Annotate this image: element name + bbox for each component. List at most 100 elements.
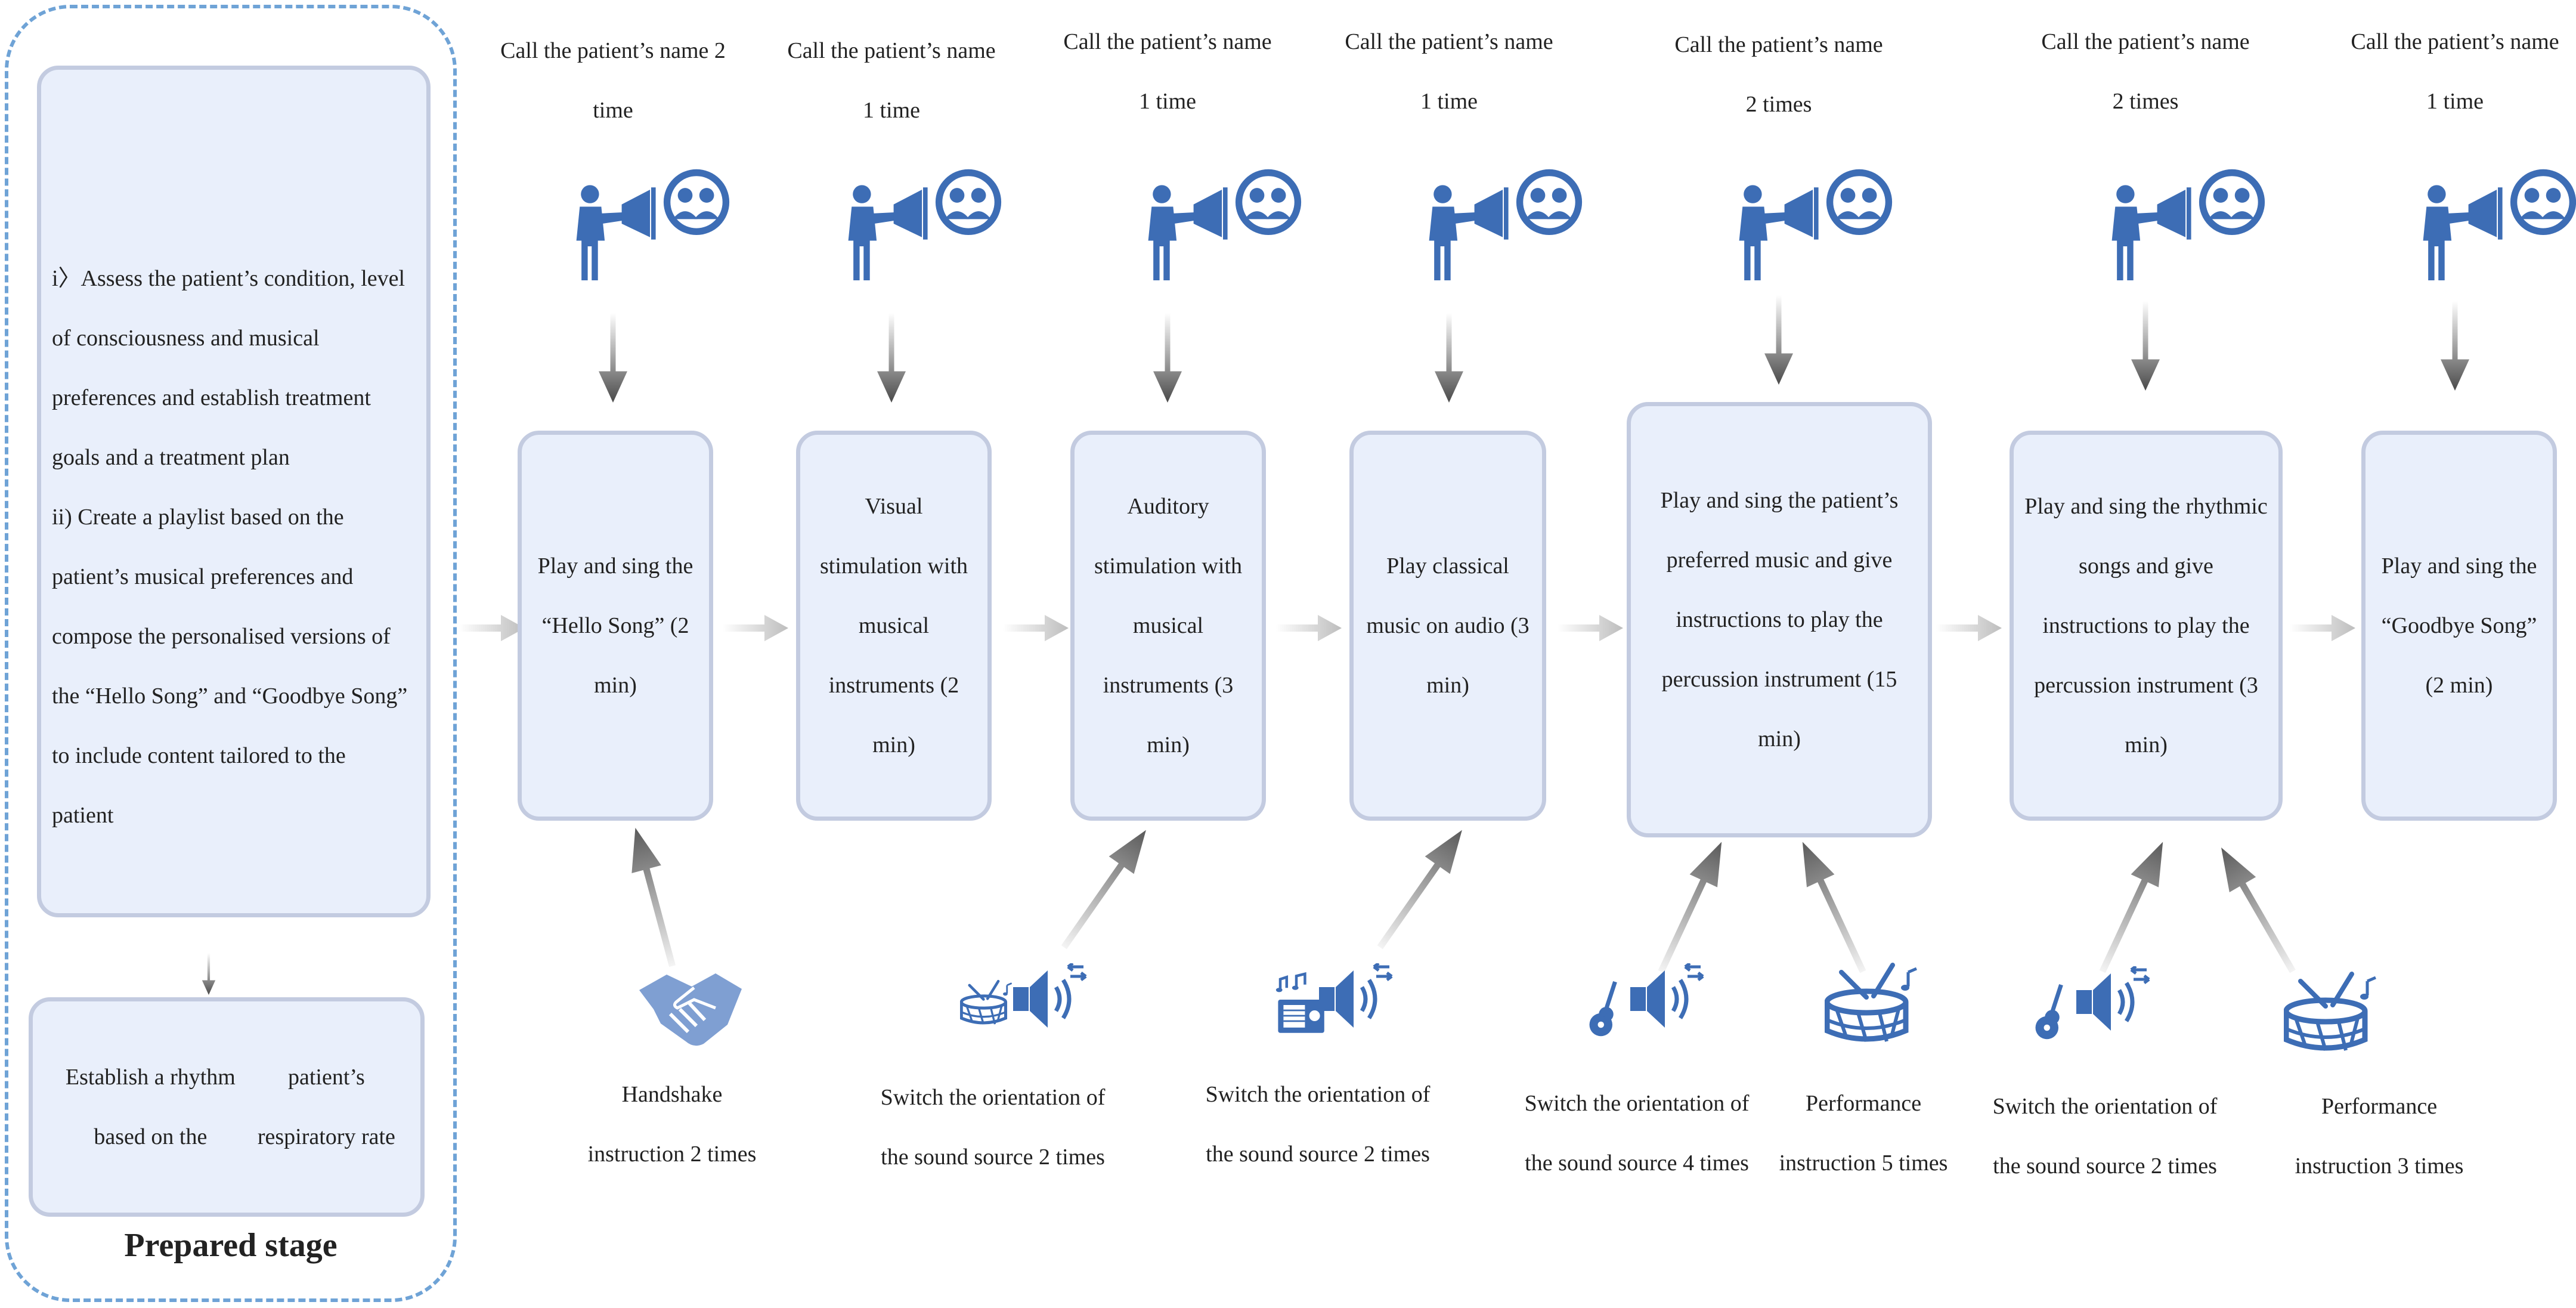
call-name-line: time <box>593 98 633 123</box>
session-step-line: min) <box>872 732 915 757</box>
call-name-line: Call the patient’s name <box>1345 29 1553 54</box>
intervention-line: the sound source 4 times <box>1525 1151 1749 1176</box>
assessment-text-line: i〉Assess the patient’s condition, level <box>52 266 405 291</box>
assessment-text-line: to include content tailored to the <box>52 743 346 768</box>
intervention-line: the sound source 2 times <box>1993 1154 2217 1179</box>
megaphone-call-icon <box>576 169 730 280</box>
drum-speaker-icon <box>961 981 1011 1024</box>
intervention-line: instruction 2 times <box>587 1142 757 1167</box>
session-step-box: Play and sing the patient’s preferred mus… <box>1627 402 1932 837</box>
feedback-up-arrow <box>620 824 688 970</box>
call-name-line: Call the patient’s name <box>1063 29 1272 54</box>
prepared-stage-title: Prepared stage <box>124 1227 338 1264</box>
assessment-text-line: patient’s musical preferences and <box>52 564 354 589</box>
guitar-speaker-icon <box>2035 984 2063 1040</box>
call-name-line: 1 time <box>1420 89 1478 114</box>
session-step-line: preferred music and give <box>1666 548 1893 573</box>
call-name-line: 1 time <box>862 98 921 123</box>
guitar-speaker-icon <box>1589 981 1617 1037</box>
radio-speaker-icon <box>1276 974 1324 1033</box>
call-down-arrow <box>2131 301 2160 391</box>
intervention-line: Switch the orientation of <box>1205 1082 1431 1107</box>
megaphone-call-icon <box>2423 169 2576 280</box>
intervention-line: the sound source 2 times <box>881 1145 1105 1170</box>
intervention-label: Performance instruction 3 times <box>2248 1077 2510 1196</box>
megaphone-call-icon <box>2111 169 2265 280</box>
call-down-arrow <box>877 313 906 403</box>
call-name-label: Call the patient’s name 2 times <box>2008 12 2283 131</box>
handshake-icon <box>639 973 742 1046</box>
feedback-up-arrow <box>1367 821 1475 956</box>
intervention-label: Handshake instruction 2 times <box>541 1065 803 1184</box>
intervention-line: Handshake <box>621 1082 723 1107</box>
call-name-line: 1 time <box>1138 89 1197 114</box>
megaphone-call-icon <box>1148 169 1302 280</box>
session-step-line: stimulation with <box>819 553 968 579</box>
call-name-line: Call the patient’s name <box>1674 32 1883 57</box>
assessment-text-line: patient <box>52 803 114 828</box>
guitar-speaker-icon <box>1630 963 1703 1028</box>
call-name-label: Call the patient’s name 1 time <box>2318 12 2576 131</box>
assessment-text-line: compose the personalised versions of <box>52 624 391 649</box>
session-step-line: percussion instrument (3 <box>2034 673 2258 698</box>
intervention-line: instruction 5 times <box>1779 1151 1948 1176</box>
megaphone-call-icon <box>848 169 1002 280</box>
flow-arrow-right <box>459 615 525 641</box>
session-step-box: Play and sing the“Goodbye Song”(2 min) <box>2361 431 2557 821</box>
feedback-up-arrow <box>2088 835 2177 978</box>
session-step-line: “Goodbye Song” <box>2381 613 2537 638</box>
intervention-line: Switch the orientation of <box>1524 1091 1750 1116</box>
assessment-text-line: goals and a treatment plan <box>52 445 290 470</box>
prepared-stage-frame <box>5 5 457 1302</box>
flow-arrow-right <box>723 615 788 641</box>
call-name-line: Call the patient’s name <box>787 38 996 63</box>
session-step-line: min) <box>2125 732 2168 757</box>
session-step-line: musical <box>858 613 930 638</box>
session-step-line: Play and sing the patient’s <box>1660 488 1899 513</box>
call-name-line: 1 time <box>2426 89 2484 114</box>
intervention-label: Switch the orientation of the sound sourc… <box>1506 1074 1768 1193</box>
session-step-line: Auditory <box>1127 494 1209 519</box>
call-name-line: Call the patient’s name <box>2041 29 2250 54</box>
call-name-label: Call the patient’s name 1 time <box>754 21 1029 140</box>
rhythm-text-line: patient’s respiratory rate <box>257 1065 395 1149</box>
session-step-line: min) <box>1758 726 1801 752</box>
rhythm-text-line: Establish a rhythm based on the <box>65 1065 236 1149</box>
session-step-line: (2 min) <box>2425 673 2493 698</box>
call-name-line: 2 times <box>1745 92 1812 117</box>
flow-arrow-right <box>1558 615 1623 641</box>
call-name-line: Call the patient’s name <box>2351 29 2559 54</box>
drum-speaker-icon <box>1013 963 1086 1028</box>
feedback-up-arrow <box>1788 835 1877 978</box>
flow-arrow-right <box>2290 615 2355 641</box>
session-step-line: instruments (2 <box>828 673 959 698</box>
call-down-arrow <box>2441 301 2469 391</box>
session-step-line: instruments (3 <box>1103 673 1234 698</box>
megaphone-call-icon <box>1429 169 1583 280</box>
call-name-label: Call the patient’s name 1 time <box>1312 12 1586 131</box>
intervention-line: Performance <box>2321 1094 2438 1119</box>
session-step-line: Visual <box>865 494 923 519</box>
call-name-label: Call the patient’s name 1 time <box>1030 12 1305 131</box>
intervention-line: instruction 3 times <box>2295 1154 2464 1179</box>
call-down-arrow <box>1435 313 1463 403</box>
call-name-line: 2 times <box>2112 89 2179 114</box>
radio-speaker-icon <box>1319 963 1392 1028</box>
session-step-line: instructions to play the <box>1676 607 1883 632</box>
session-step-line: songs and give <box>2079 553 2213 579</box>
session-step-line: “Hello Song” (2 <box>541 613 689 638</box>
feedback-up-arrow <box>2207 840 2306 979</box>
session-step-line: min) <box>594 673 637 698</box>
assessment-text-line: ii) Create a playlist based on the <box>52 505 344 530</box>
